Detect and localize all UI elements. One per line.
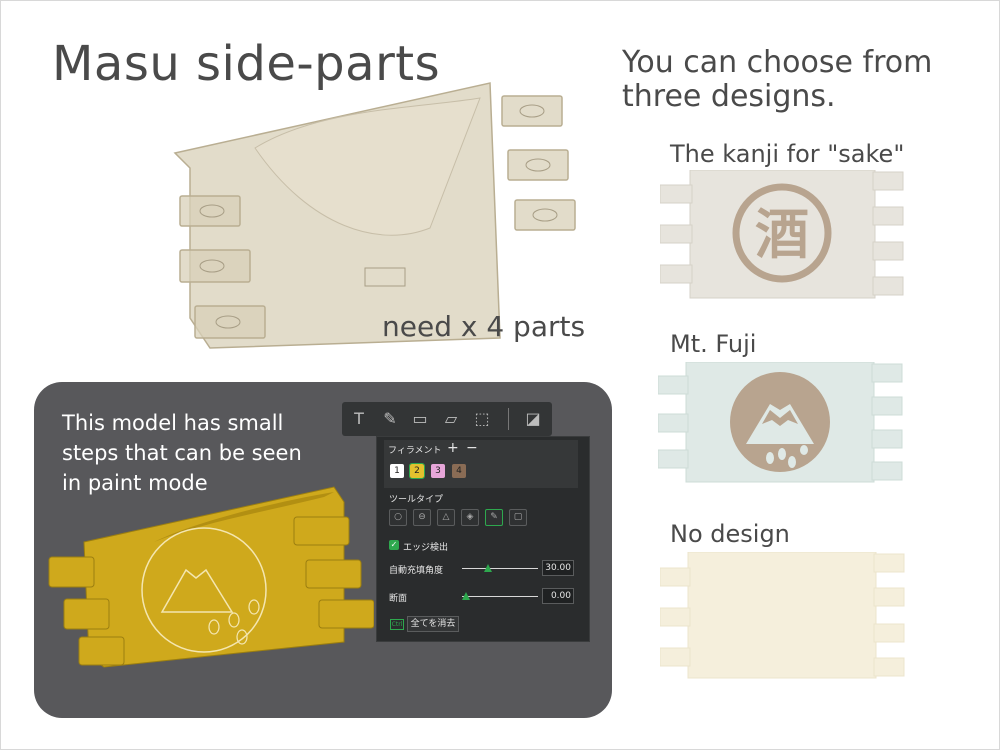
gap-fill-tool-icon[interactable]: ▢ — [509, 509, 527, 526]
paint-toolbar — [342, 402, 552, 436]
clear-all-button[interactable]: 全てを消去 — [407, 616, 459, 632]
section-input[interactable]: 0.00 — [542, 588, 574, 604]
paint-mode-caption: This model has small steps that can be s… — [62, 408, 362, 498]
filament-chip-1[interactable]: 1 — [390, 464, 404, 478]
design-sake-preview: 酒 — [660, 170, 904, 299]
caption-line-1: This model has small — [62, 411, 284, 435]
filament-label: フィラメント — [388, 446, 442, 456]
height-range-tool-icon[interactable]: ◈ — [461, 509, 479, 526]
side-part-render — [173, 82, 576, 349]
section-thumb[interactable] — [462, 592, 470, 600]
filament-chip-4[interactable]: 4 — [452, 464, 466, 478]
filament-chip-2[interactable]: 2 — [409, 463, 425, 479]
fill-tool-icon[interactable]: ✎ — [485, 509, 503, 526]
paint-bucket-icon[interactable]: ✎ — [383, 409, 397, 428]
layer-icon[interactable]: ▱ — [444, 409, 458, 428]
slide-title: Masu side-parts — [52, 36, 441, 92]
caption-line-2: steps that can be seen — [62, 441, 302, 465]
design-label-none: No design — [670, 520, 790, 548]
section-label: 断面 — [389, 594, 408, 604]
need-count-label: need x 4 parts — [382, 310, 586, 343]
split-icon[interactable]: ◪ — [525, 409, 541, 428]
tool-type-label: ツールタイプ — [389, 495, 444, 505]
intro-line-1: You can choose from — [622, 45, 933, 80]
add-filament-button[interactable]: + — [447, 440, 459, 456]
circle-tool-icon[interactable]: ○ — [389, 509, 407, 526]
ruler-icon[interactable]: ▭ — [412, 409, 428, 428]
auto-fill-angle-slider[interactable] — [462, 568, 538, 569]
sake-kanji-emblem: 酒 — [755, 203, 809, 266]
intro-text: You can choose from three designs. — [622, 46, 932, 114]
edge-detect-checkbox[interactable]: ✓ — [389, 540, 399, 550]
auto-fill-angle-thumb[interactable] — [484, 564, 492, 572]
scale-frame-icon[interactable]: ⬚ — [474, 409, 490, 428]
triangle-tool-icon[interactable]: △ — [437, 509, 455, 526]
caption-line-3: in paint mode — [62, 471, 208, 495]
design-label-fuji: Mt. Fuji — [670, 330, 757, 358]
remove-filament-button[interactable]: − — [466, 440, 478, 456]
auto-fill-angle-input[interactable]: 30.00 — [542, 560, 574, 576]
intro-line-2: three designs. — [622, 79, 836, 114]
section-slider[interactable] — [462, 596, 538, 597]
design-none-preview — [660, 552, 905, 679]
design-label-sake: The kanji for "sake" — [670, 140, 905, 168]
filament-chip-3[interactable]: 3 — [431, 464, 445, 478]
sphere-tool-icon[interactable]: ⊖ — [413, 509, 431, 526]
auto-fill-angle-label: 自動充填角度 — [389, 566, 444, 576]
design-fuji-preview — [658, 362, 903, 483]
gold-part-render — [48, 486, 374, 668]
toolbar-separator — [508, 408, 509, 430]
text-tool-icon[interactable]: T — [354, 409, 364, 428]
clear-shortcut-icon: Ctrl — [390, 619, 404, 630]
edge-detect-label: エッジ検出 — [403, 543, 449, 553]
